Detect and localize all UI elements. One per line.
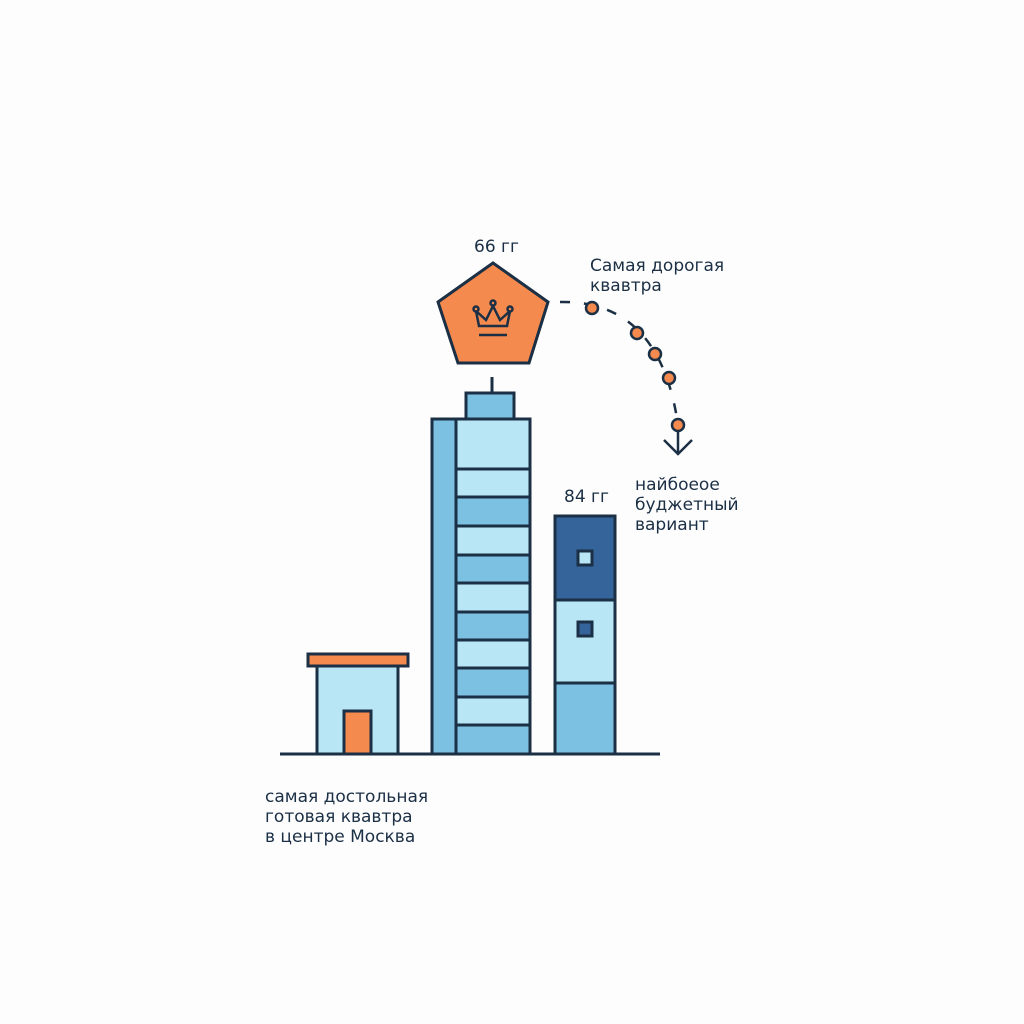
annotation-budget: найбоеое буджетный вариант [635,475,739,535]
annotation-line: квавтра [590,276,662,296]
annotation-line: найбоеое [635,475,720,495]
annotation-line: буджетный [635,495,739,515]
top-badge-label: 66 гг [474,237,519,257]
caption: самая достольная готовая квавтра в центр… [265,787,428,847]
caption-line: готовая квавтра [265,807,413,827]
arrow-down-icon [663,439,693,456]
mid-badge-label: 84 гг [564,487,609,507]
top-badge [436,261,550,365]
house-door [342,709,373,756]
crown-icon [472,299,514,337]
tall-tower [430,377,532,756]
mid-building [553,514,617,756]
caption-line: самая достольная [265,787,429,807]
annotation-expensive: Самая дорогая квавтра [590,256,724,296]
annotation-line: Самая дорогая [590,256,725,276]
house-roof [306,652,410,668]
window [576,620,594,638]
annotation-line: вариант [635,515,709,535]
caption-line: в центре Москва [265,827,416,847]
small-house [306,652,410,756]
window [576,549,594,567]
dashed-arrow [559,300,693,456]
